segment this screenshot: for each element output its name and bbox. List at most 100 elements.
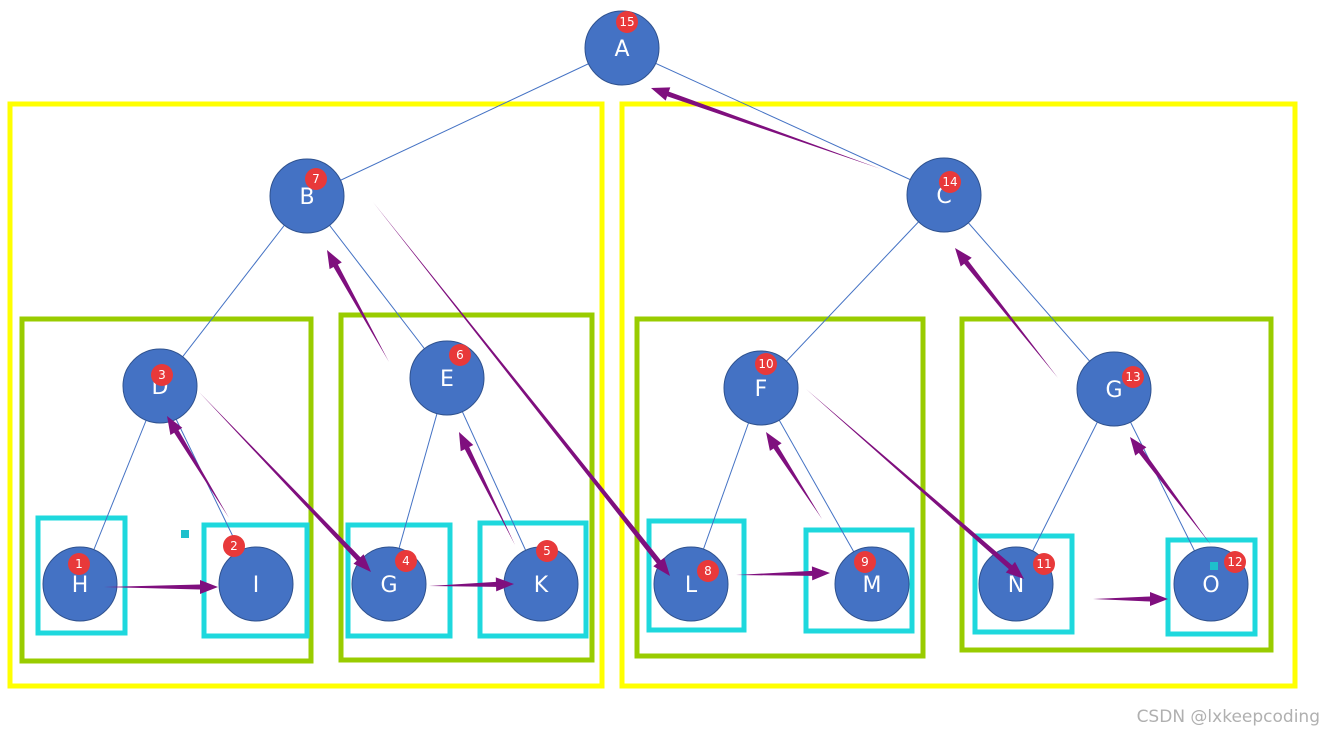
- node-label: A: [614, 37, 629, 62]
- traversal-arrow: [327, 250, 389, 362]
- node-label: K: [534, 573, 549, 598]
- cyan-box-h: [35, 515, 128, 636]
- order-badge: [697, 560, 719, 582]
- teal-marker: [1210, 562, 1218, 570]
- green-box-e: [338, 312, 595, 663]
- order-badge: [1122, 366, 1144, 388]
- order-badge-label: 9: [861, 555, 869, 569]
- order-badge: [616, 11, 638, 33]
- order-badge-label: 7: [312, 172, 320, 186]
- node-label: M: [863, 573, 882, 598]
- cyan-box-g: [345, 522, 453, 639]
- order-badge-label: 1: [75, 557, 83, 571]
- tree-node: C14: [906, 157, 982, 233]
- subtree-boxes: [7, 101, 1298, 689]
- node-label: G: [1105, 378, 1122, 403]
- order-badge-label: 11: [1036, 557, 1051, 571]
- order-badge: [536, 540, 558, 562]
- tree-edge: [306, 195, 448, 379]
- order-badge-label: 3: [158, 368, 166, 382]
- traversal-arrows: [104, 87, 1211, 606]
- tree-edge: [306, 47, 623, 197]
- node-label: N: [1008, 573, 1024, 598]
- traversal-arrow: [651, 87, 881, 169]
- tree-node: B7: [269, 158, 345, 234]
- cyan-box-i: [201, 522, 310, 639]
- order-badge-label: 10: [758, 357, 773, 371]
- order-badge-label: 2: [230, 539, 238, 553]
- cyan-box-k: [477, 520, 589, 639]
- order-badge-label: 14: [942, 175, 957, 189]
- cyan-box-l: [646, 518, 747, 633]
- node-circle: [42, 546, 118, 622]
- tree-node: K5: [503, 540, 579, 622]
- watermark: CSDN @lxkeepcoding: [1136, 707, 1320, 727]
- tree-node: D3: [122, 348, 198, 424]
- tree-edge: [159, 195, 308, 387]
- traversal-arrow: [167, 416, 229, 518]
- teal-markers: [181, 530, 1218, 570]
- node-circle: [906, 157, 982, 233]
- tree-edge: [621, 47, 945, 196]
- tree-node: L8: [653, 546, 729, 622]
- order-badge-label: 8: [704, 564, 712, 578]
- order-badge-label: 15: [619, 15, 634, 29]
- tree-node: A 15: [584, 10, 660, 86]
- tree-edge: [760, 387, 873, 585]
- tree-node: N 11: [978, 546, 1055, 622]
- order-badge: [449, 344, 471, 366]
- order-badge: [939, 171, 961, 193]
- order-badge: [223, 535, 245, 557]
- node-circle: [723, 350, 799, 426]
- node-label: I: [253, 573, 260, 598]
- tree-node: M9: [834, 546, 910, 622]
- tree-node: O12: [1173, 546, 1249, 622]
- order-badge: [1033, 553, 1055, 575]
- tree-node: E6: [409, 340, 485, 416]
- traversal-arrow: [1093, 592, 1168, 606]
- tree-node: F10: [723, 350, 799, 426]
- traversal-arrow: [806, 389, 1024, 579]
- cyan-box-o: [1165, 537, 1258, 637]
- node-label: E: [440, 367, 454, 392]
- tree-node: G4: [351, 546, 427, 622]
- traversal-arrow: [104, 580, 218, 594]
- node-circle: [218, 546, 294, 622]
- order-badge: [755, 353, 777, 375]
- node-label: G: [380, 573, 397, 598]
- node-circle: [834, 546, 910, 622]
- tree-edge: [760, 194, 945, 389]
- order-badge: [395, 550, 417, 572]
- order-badge: [68, 553, 90, 575]
- green-box-g: [959, 316, 1274, 653]
- node-circle: [584, 10, 660, 86]
- node-label: H: [72, 573, 89, 598]
- node-label: O: [1202, 573, 1219, 598]
- green-box-f: [634, 316, 926, 659]
- traversal-arrow: [955, 248, 1058, 378]
- order-badge: [1224, 551, 1246, 573]
- traversal-arrow: [766, 432, 822, 519]
- tree-node: I2: [218, 535, 294, 622]
- order-badge: [305, 168, 327, 190]
- traversal-arrow: [199, 392, 371, 572]
- traversal-arrow: [736, 566, 830, 581]
- tree-edge: [943, 194, 1115, 390]
- order-badge-label: 6: [456, 348, 464, 362]
- green-box-d: [19, 316, 314, 664]
- order-badge-label: 4: [402, 554, 410, 568]
- teal-marker: [181, 530, 189, 538]
- cyan-box-m: [803, 527, 915, 634]
- node-label: L: [685, 573, 698, 598]
- order-badge-label: 13: [1125, 370, 1140, 384]
- tree-edge: [446, 377, 542, 585]
- order-badge: [854, 551, 876, 573]
- tree-node: H1: [42, 546, 118, 622]
- node-label: B: [299, 185, 314, 210]
- yellow-box-right: [619, 101, 1298, 689]
- yellow-box-left: [7, 101, 605, 689]
- order-badge-label: 5: [543, 544, 551, 558]
